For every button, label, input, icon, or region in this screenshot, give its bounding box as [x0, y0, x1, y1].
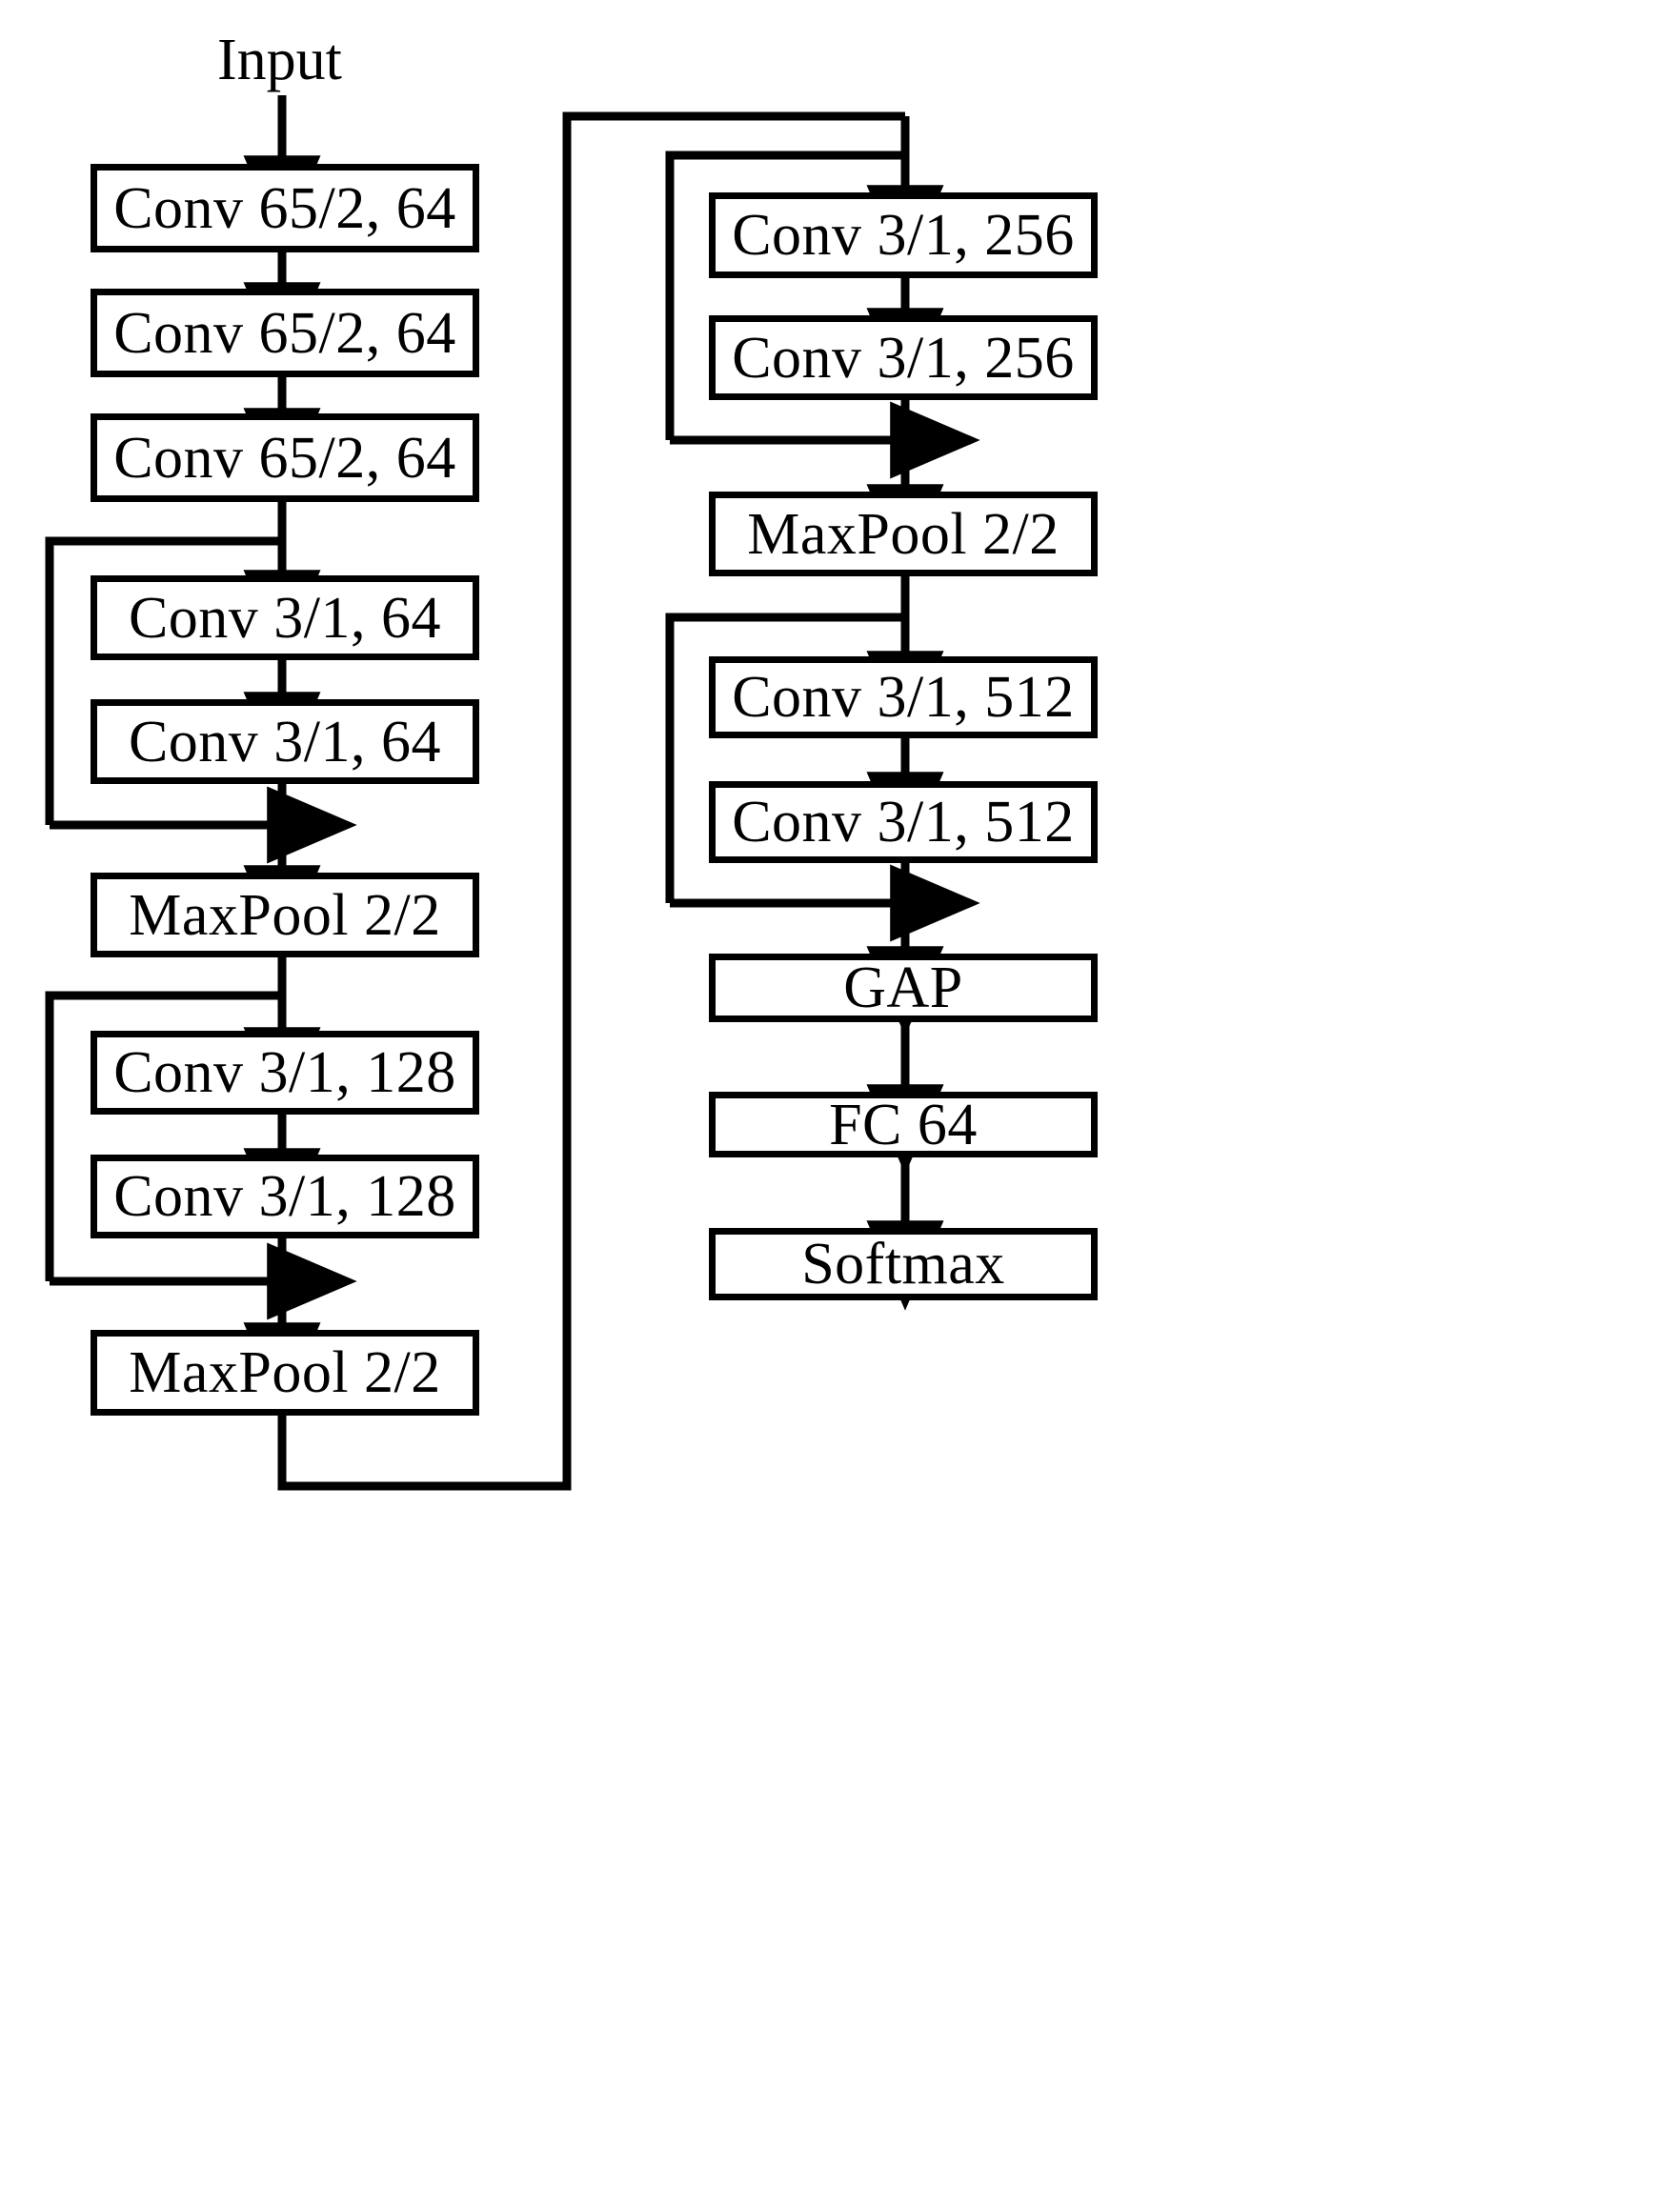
- skip-256-path: [665, 151, 905, 440]
- block-label: MaxPool 2/2: [129, 1340, 441, 1405]
- block-conv-65-2-64-c[interactable]: Conv 65/2, 64: [91, 413, 479, 502]
- block-label: Conv 3/1, 64: [128, 585, 442, 651]
- block-conv-3-1-64-b[interactable]: Conv 3/1, 64: [91, 699, 479, 784]
- block-conv-65-2-64-b[interactable]: Conv 65/2, 64: [91, 289, 479, 377]
- block-gap[interactable]: GAP: [709, 954, 1098, 1022]
- block-label: Conv 3/1, 128: [113, 1164, 456, 1229]
- block-label: GAP: [843, 955, 963, 1020]
- block-maxpool-2-2-c[interactable]: MaxPool 2/2: [709, 492, 1098, 576]
- block-label: Conv 3/1, 256: [732, 203, 1075, 268]
- block-conv-3-1-256-a[interactable]: Conv 3/1, 256: [709, 192, 1098, 278]
- block-maxpool-2-2-a[interactable]: MaxPool 2/2: [91, 873, 479, 957]
- block-maxpool-2-2-b[interactable]: MaxPool 2/2: [91, 1330, 479, 1416]
- skip-128-path: [45, 991, 282, 1281]
- block-label: Conv 3/1, 512: [732, 665, 1075, 730]
- input-label: Input: [217, 28, 342, 92]
- block-conv-3-1-512-a[interactable]: Conv 3/1, 512: [709, 656, 1098, 738]
- block-label: Conv 65/2, 64: [113, 425, 456, 491]
- column-bridge-path: [277, 111, 905, 1491]
- block-label: Conv 3/1, 512: [732, 790, 1075, 855]
- block-conv-3-1-128-a[interactable]: Conv 3/1, 128: [91, 1031, 479, 1115]
- block-label: Conv 3/1, 256: [732, 325, 1075, 391]
- skip-512-path: [665, 613, 905, 903]
- block-conv-65-2-64-a[interactable]: Conv 65/2, 64: [91, 164, 479, 252]
- block-label: Conv 65/2, 64: [113, 300, 456, 366]
- block-conv-3-1-512-b[interactable]: Conv 3/1, 512: [709, 781, 1098, 863]
- block-conv-3-1-64-a[interactable]: Conv 3/1, 64: [91, 575, 479, 660]
- block-softmax[interactable]: Softmax: [709, 1228, 1098, 1300]
- block-label: MaxPool 2/2: [747, 501, 1060, 567]
- block-label: Conv 65/2, 64: [113, 175, 456, 241]
- block-fc-64[interactable]: FC 64: [709, 1092, 1098, 1157]
- block-conv-3-1-256-b[interactable]: Conv 3/1, 256: [709, 315, 1098, 400]
- block-label: Conv 3/1, 64: [128, 709, 442, 774]
- block-conv-3-1-128-b[interactable]: Conv 3/1, 128: [91, 1155, 479, 1238]
- block-label: FC 64: [829, 1092, 978, 1157]
- block-label: MaxPool 2/2: [129, 882, 441, 948]
- block-label: Softmax: [801, 1232, 1005, 1297]
- block-label: Conv 3/1, 128: [113, 1040, 456, 1105]
- skip-64-path: [45, 536, 282, 825]
